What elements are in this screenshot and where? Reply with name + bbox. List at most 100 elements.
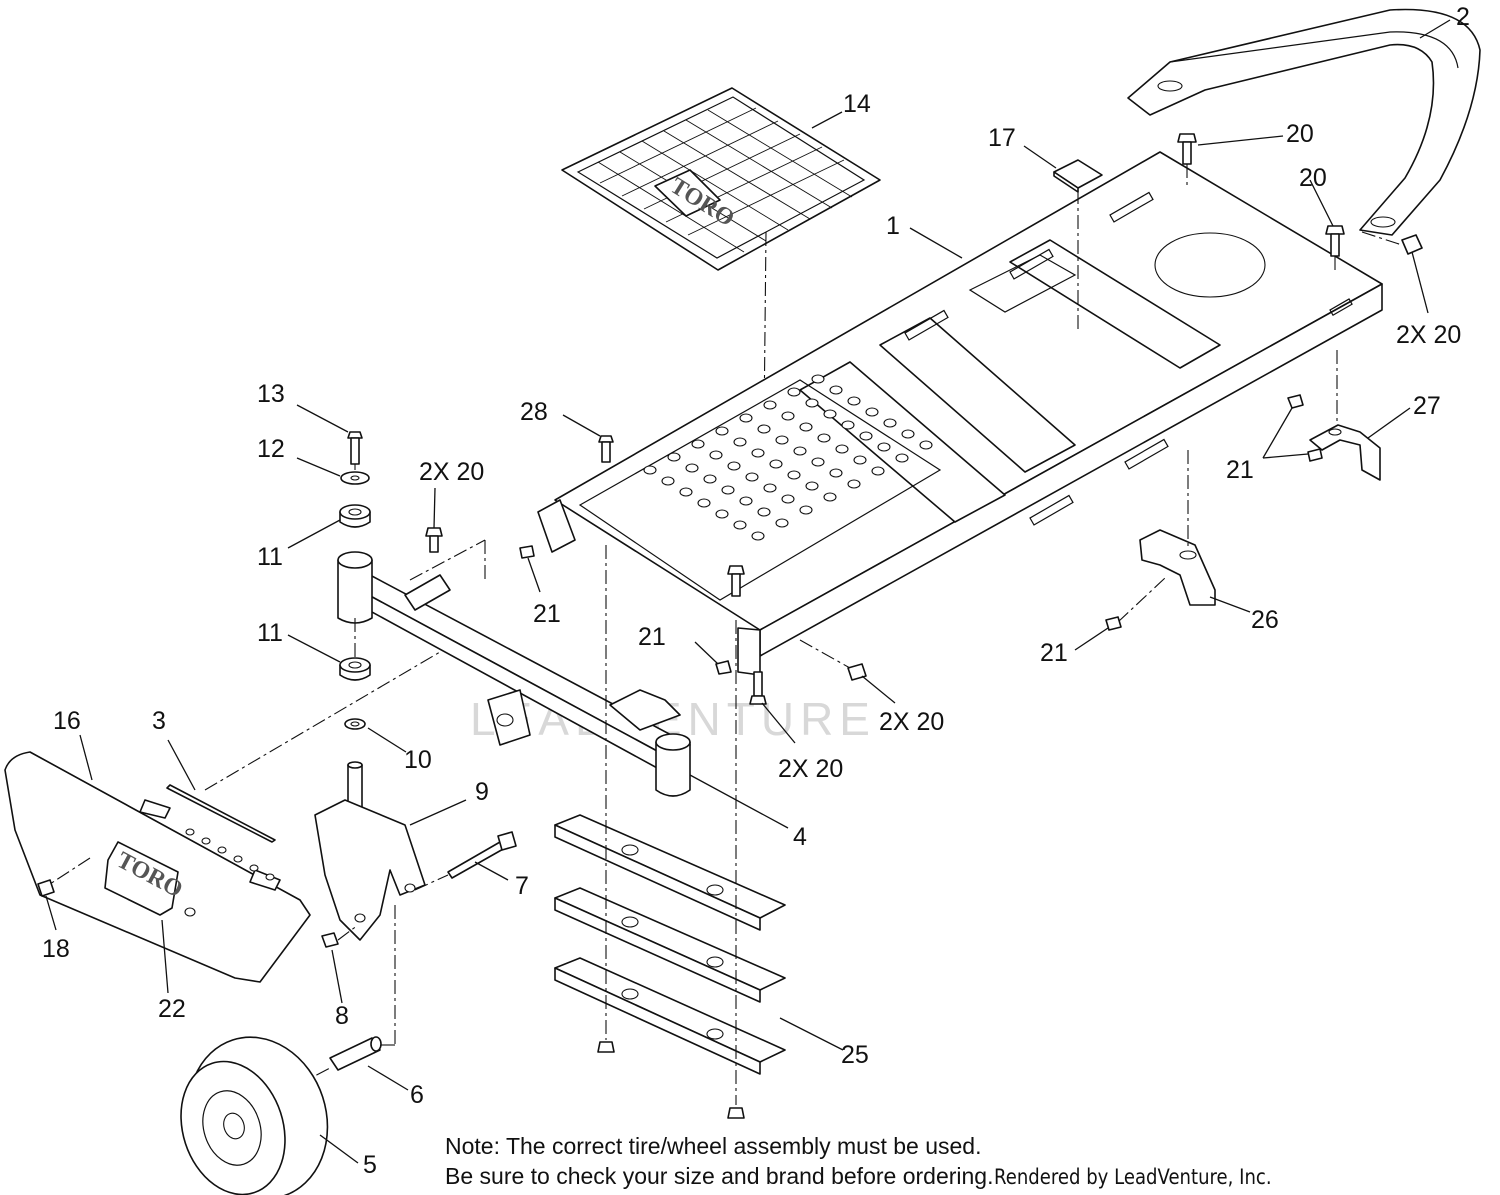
plate-hole <box>769 459 783 469</box>
decal-17 <box>1053 159 1103 193</box>
nut-plate-left <box>597 1041 615 1053</box>
cover-vent <box>249 864 259 872</box>
plate-hole <box>739 496 753 506</box>
callout-3: 3 <box>152 707 166 735</box>
callout-21-front: 21 <box>638 623 666 651</box>
washer-10 <box>344 718 366 730</box>
bolt-20-handle <box>1401 234 1423 255</box>
callout-18: 18 <box>42 935 70 963</box>
plate-hole <box>787 470 801 480</box>
plate-hole <box>715 426 729 436</box>
plate-hole <box>685 463 699 473</box>
nut-21-lower-right <box>1105 616 1122 631</box>
plate-hole <box>919 440 933 450</box>
bolt-20-plate <box>727 565 745 597</box>
callout-2x20-front: 2X 20 <box>778 755 843 783</box>
plate-hole <box>829 385 843 395</box>
bolt-13 <box>347 431 363 465</box>
bearing-11-top <box>339 504 371 528</box>
plate-hole <box>829 468 843 478</box>
handle-frame-2 <box>1127 8 1481 236</box>
plate-hole <box>739 413 753 423</box>
weight-plates-25 <box>554 814 786 1075</box>
plate-hole <box>805 481 819 491</box>
callout-27: 27 <box>1413 392 1441 420</box>
plate-hole <box>883 418 897 428</box>
plate-hole <box>859 431 873 441</box>
plate-hole <box>871 466 885 476</box>
bolt-20-right <box>1325 225 1345 257</box>
nut-21-front-left <box>519 545 535 559</box>
callout-8: 8 <box>335 1002 349 1030</box>
callout-4: 4 <box>793 823 807 851</box>
plate-hole <box>823 492 837 502</box>
callout-9: 9 <box>475 778 489 806</box>
plate-hole <box>691 439 705 449</box>
plate-hole <box>853 455 867 465</box>
plate-hole <box>757 507 771 517</box>
cover-strip-3 <box>166 784 276 843</box>
callout-17: 17 <box>988 124 1016 152</box>
callout-26: 26 <box>1251 606 1279 634</box>
bolt-20-axle <box>425 527 443 553</box>
plate-hole <box>805 398 819 408</box>
plate-hole <box>787 387 801 397</box>
plate-hole <box>733 437 747 447</box>
plate-hole <box>841 420 855 430</box>
plate-hole <box>895 453 909 463</box>
callout-12: 12 <box>257 435 285 463</box>
plate-hole <box>733 520 747 530</box>
cover-vent <box>233 855 243 863</box>
callout-2x20-side: 2X 20 <box>879 708 944 736</box>
nut-21-rear <box>1287 394 1323 462</box>
callout-21-front-left: 21 <box>533 600 561 628</box>
callout-2: 2 <box>1456 3 1470 31</box>
plate-hole <box>823 409 837 419</box>
plate-hole <box>679 487 693 497</box>
floor-mat-14: TORO <box>561 87 881 271</box>
plate-hole <box>721 485 735 495</box>
plate-hole <box>817 433 831 443</box>
bolt-28 <box>598 435 614 463</box>
front-axle-4 <box>337 551 691 797</box>
plate-hole <box>865 407 879 417</box>
plate-hole <box>811 374 825 384</box>
cover-vent <box>265 873 275 881</box>
plate-hole <box>703 474 717 484</box>
callout-labels: 1 2 3 4 5 6 7 8 9 10 11 11 12 13 14 16 1… <box>42 3 1470 1179</box>
plate-hole <box>775 435 789 445</box>
plate-hole <box>697 498 711 508</box>
plate-hole <box>781 411 795 421</box>
callout-10: 10 <box>404 746 432 774</box>
plate-hole <box>799 505 813 515</box>
bracket-26 <box>1139 529 1216 606</box>
nut-21-front <box>715 660 732 675</box>
floor-plate-holes <box>643 374 933 541</box>
plate-hole <box>811 457 825 467</box>
plate-hole <box>709 450 723 460</box>
callout-1: 1 <box>886 212 900 240</box>
callout-5: 5 <box>363 1151 377 1179</box>
wheel-5 <box>180 1036 329 1195</box>
plate-hole <box>751 531 765 541</box>
callout-20-right: 20 <box>1299 164 1327 192</box>
callout-21-rear: 21 <box>1226 456 1254 484</box>
callout-11-bottom: 11 <box>257 619 283 647</box>
bracket-27 <box>1309 424 1381 481</box>
plate-hole <box>763 483 777 493</box>
plate-hole <box>715 509 729 519</box>
washer-12 <box>340 471 370 485</box>
nut-8 <box>321 932 339 948</box>
cover-vent <box>185 828 195 836</box>
plate-hole <box>835 444 849 454</box>
callout-2x20-axle: 2X 20 <box>419 458 484 486</box>
callout-13: 13 <box>257 380 285 408</box>
note-line-2: Be sure to check your size and brand bef… <box>445 1163 994 1189</box>
callout-21-lower-right: 21 <box>1040 639 1068 667</box>
bearing-11-bottom <box>339 657 371 681</box>
callout-22: 22 <box>158 995 186 1023</box>
plate-hole <box>757 424 771 434</box>
plate-hole <box>901 429 915 439</box>
plate-hole <box>847 479 861 489</box>
